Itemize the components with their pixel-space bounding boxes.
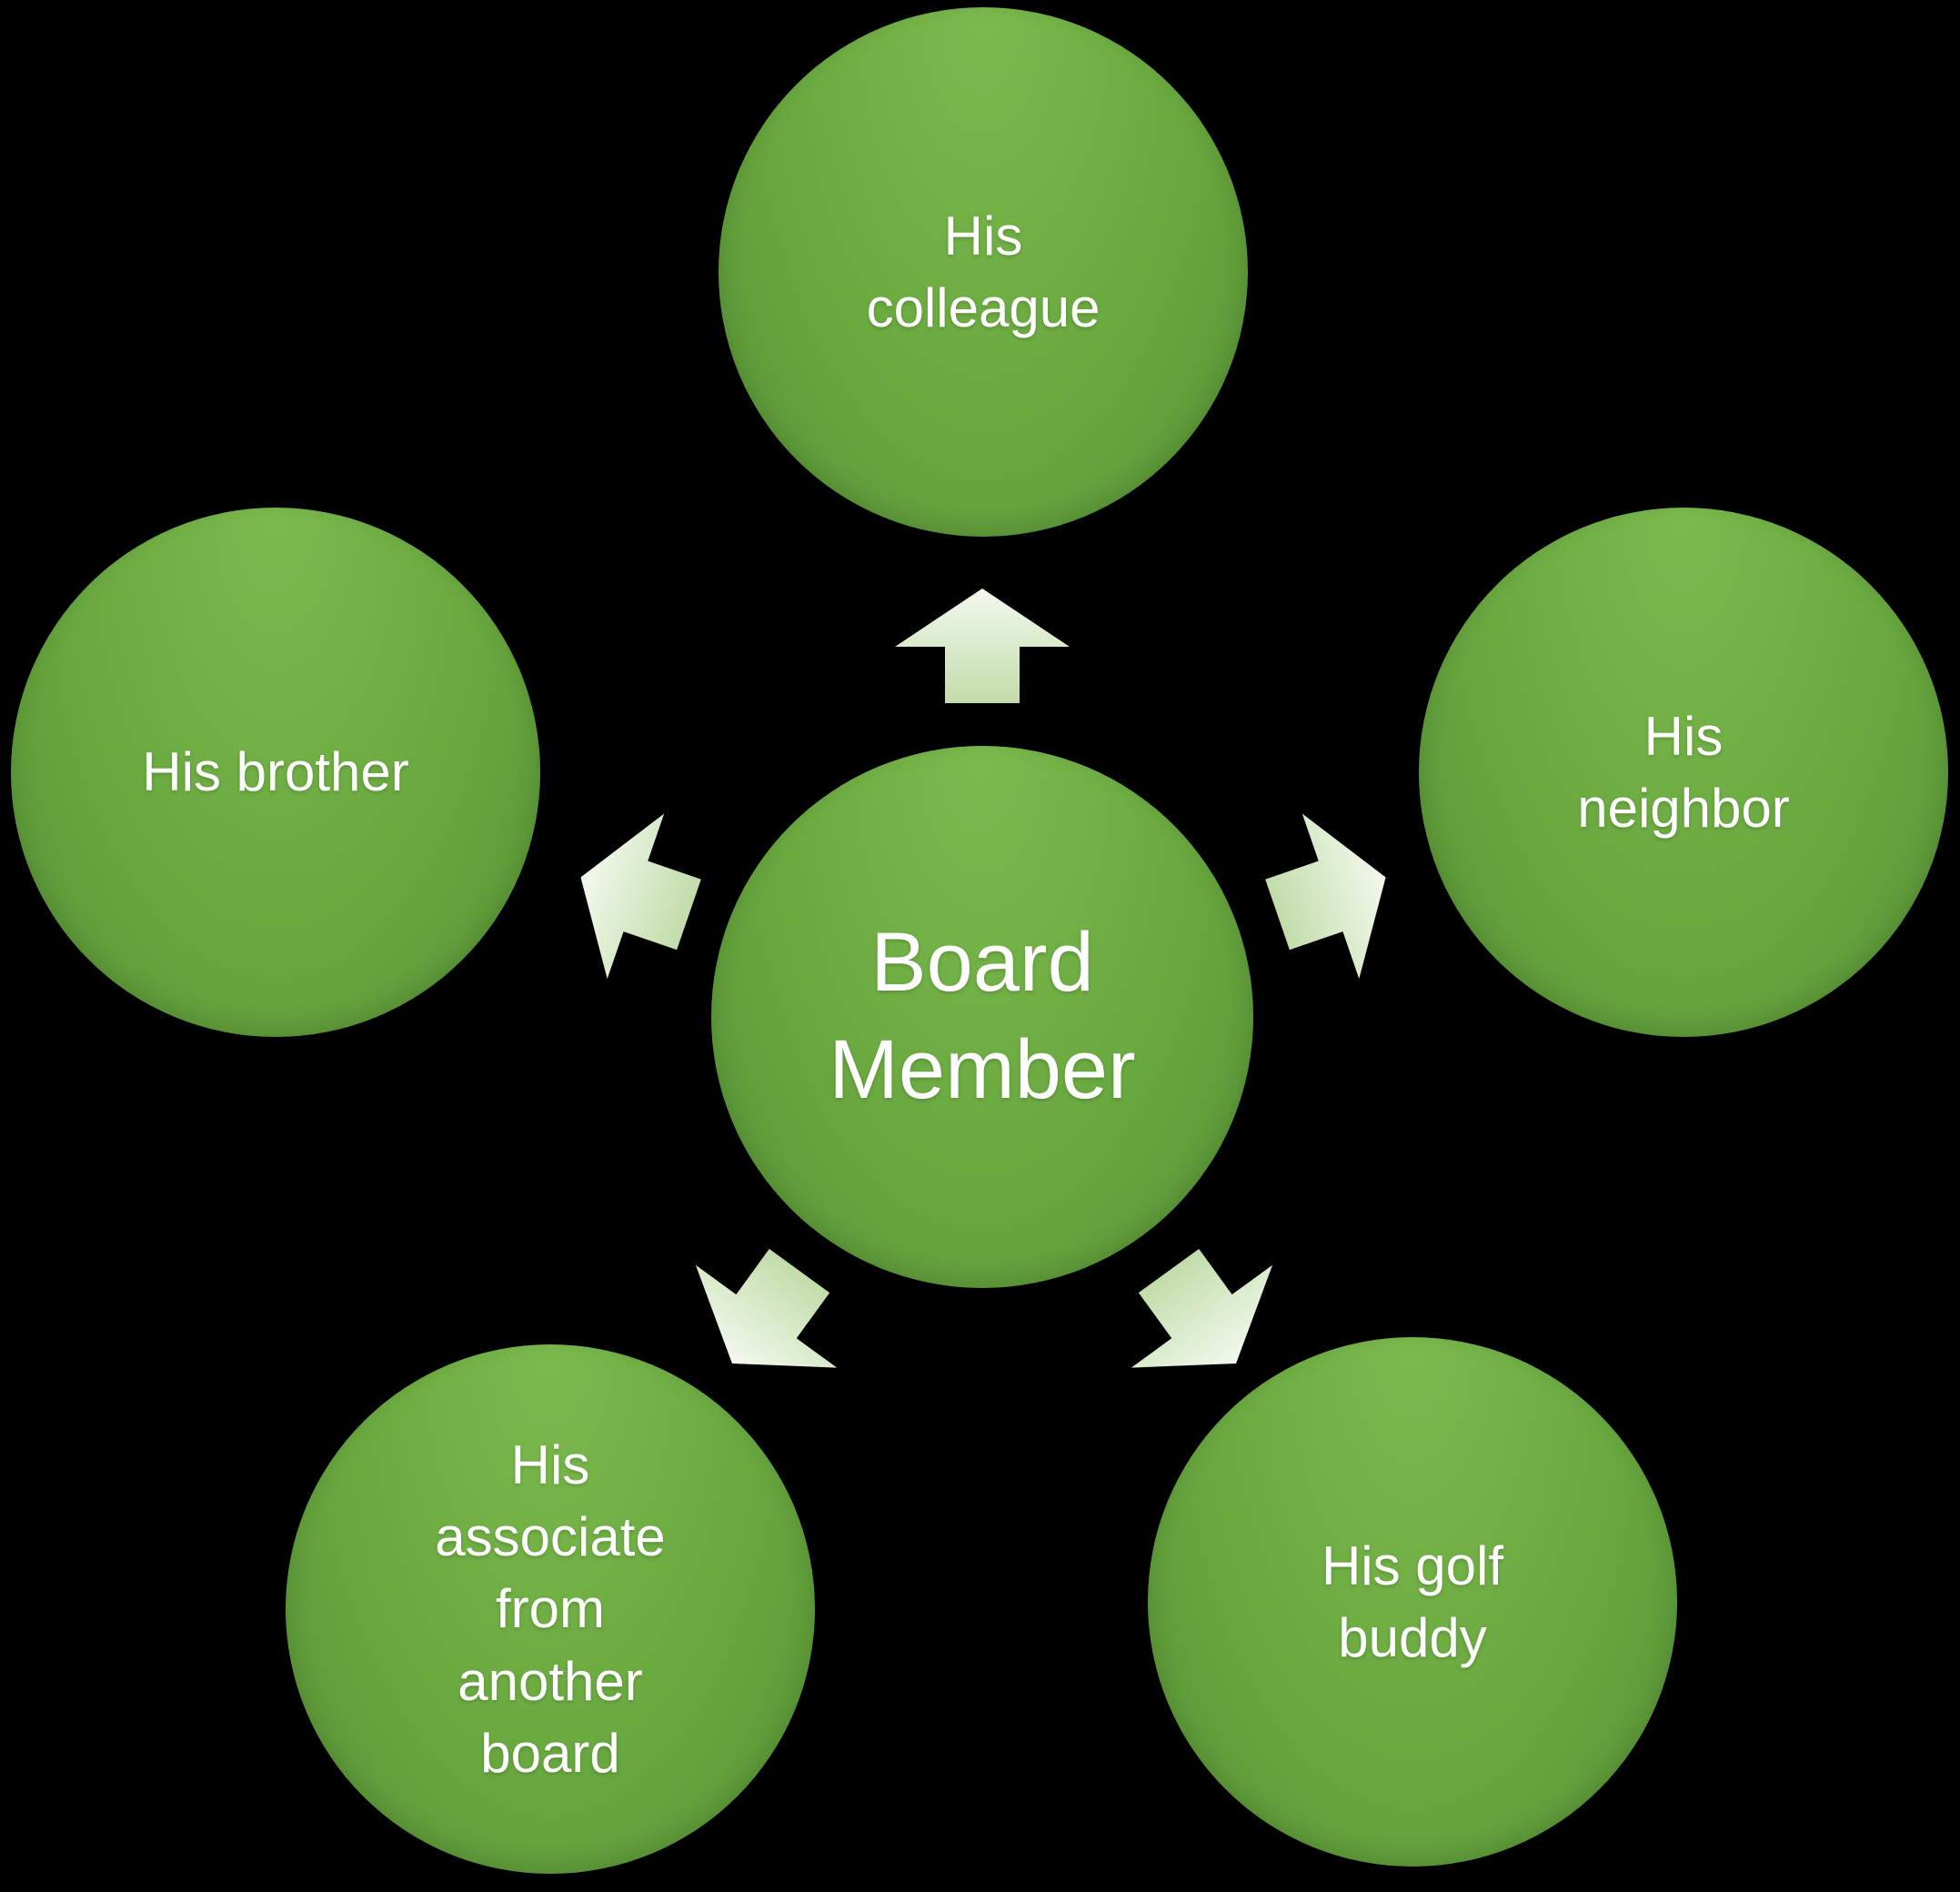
node-label-board-member: Board Member — [829, 916, 1136, 1116]
node-circle-neighbor: His neighbor — [1419, 508, 1948, 1037]
arrow-to-colleague-icon — [895, 589, 1070, 703]
node-label-colleague: His colleague — [866, 205, 1101, 338]
arrow-to-golf-buddy-icon — [1098, 1220, 1306, 1415]
node-circle-colleague: His colleague — [719, 7, 1248, 537]
node-label-neighbor: His neighbor — [1577, 705, 1790, 839]
arrow-to-neighbor-icon — [1249, 795, 1414, 998]
node-circle-brother: His brother — [11, 508, 540, 1037]
node-label-golf-buddy: His golf buddy — [1321, 1535, 1504, 1668]
node-label-associate: His associate from another board — [435, 1434, 666, 1784]
node-circle-associate: His associate from another board — [286, 1344, 815, 1874]
node-label-brother: His brother — [142, 741, 409, 803]
arrow-to-associate-icon — [661, 1220, 869, 1415]
node-circle-board-member: Board Member — [711, 746, 1253, 1288]
node-circle-golf-buddy: His golf buddy — [1148, 1337, 1677, 1867]
arrow-to-brother-icon — [552, 795, 718, 998]
